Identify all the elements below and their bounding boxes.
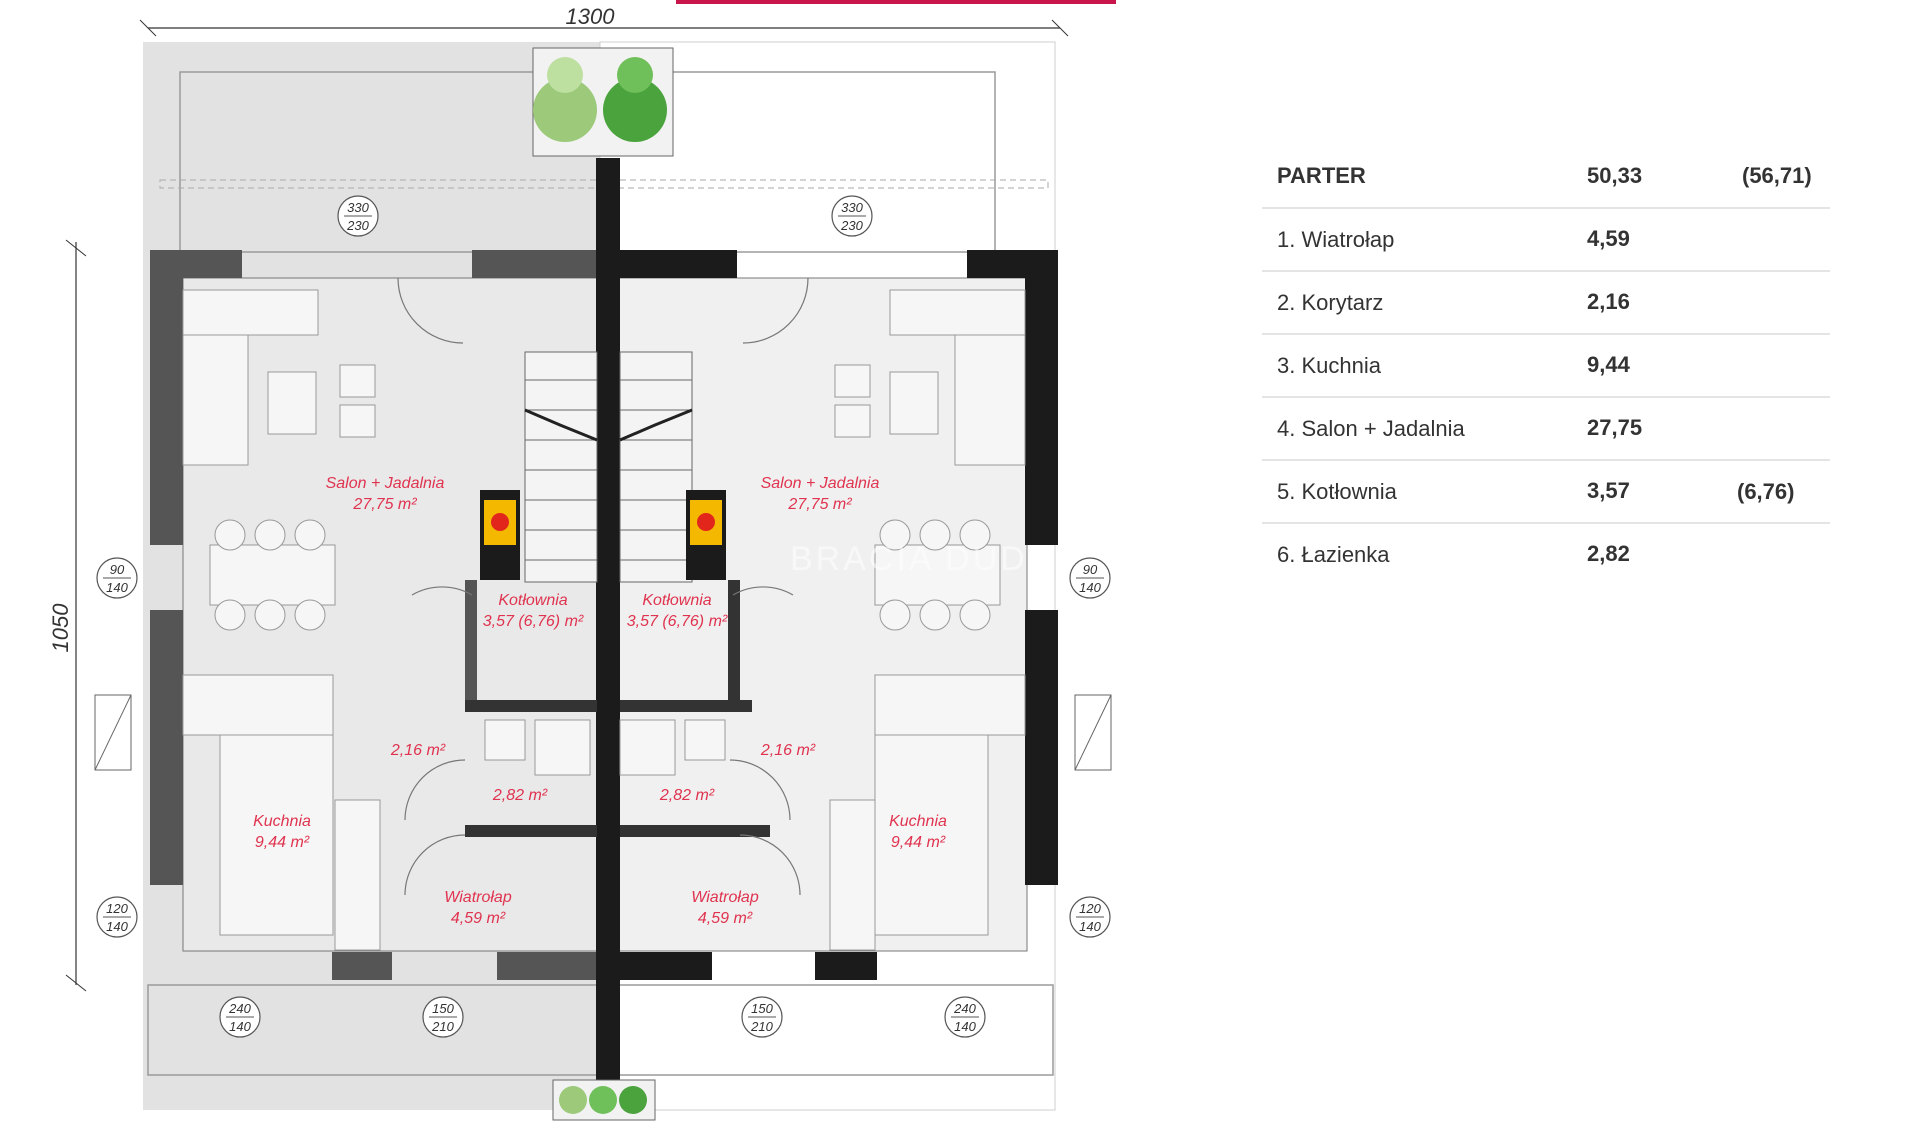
- window-tag-bottom: 140: [954, 1019, 976, 1034]
- area-row-value: 2,82: [1587, 541, 1630, 566]
- wall-right-top: [1025, 250, 1058, 545]
- room-name: Salon + Jadalnia: [761, 475, 880, 492]
- window-tag-top: 120: [1079, 901, 1101, 916]
- room-name: Wiatrołap: [691, 889, 759, 906]
- window-tag-bottom: 140: [229, 1019, 251, 1034]
- room-name: Salon + Jadalnia: [326, 475, 445, 492]
- area-row: 1. Wiatrołap 4,59: [1262, 209, 1830, 272]
- area-row-label: 1. Wiatrołap: [1277, 227, 1395, 252]
- window-tag-bottom: 140: [106, 919, 128, 934]
- window-tag-bottom: 230: [346, 218, 369, 233]
- area-table-header: PARTER 50,33 (56,71): [1262, 155, 1830, 209]
- room-name: Kotłownia: [498, 592, 567, 609]
- window-tag-top: 150: [751, 1001, 773, 1016]
- room-area: 27,75 m²: [787, 496, 852, 513]
- header-total: 50,33: [1587, 163, 1643, 188]
- window-tags: 3302303302309014090140120140120140240140…: [96, 195, 1111, 1038]
- window-tag-top: 90: [110, 562, 125, 577]
- party-wall: [596, 158, 620, 1098]
- area-row: 5. Kotłownia 3,57 (6,76): [1262, 461, 1830, 524]
- stairs-left: [524, 351, 598, 583]
- area-row-value: 27,75: [1587, 415, 1643, 440]
- room-name: Kuchnia: [253, 813, 311, 830]
- window-tag-top: 330: [347, 200, 369, 215]
- area-row-label: 6. Łazienka: [1277, 542, 1390, 567]
- room-area: 3,57 (6,76) m²: [483, 613, 584, 630]
- window-tag-bottom: 210: [431, 1019, 454, 1034]
- window-tag-top: 240: [228, 1001, 251, 1016]
- room-name: Wiatrołap: [444, 889, 512, 906]
- window-tag-bottom: 140: [1079, 919, 1101, 934]
- wall-right-bottom: [1025, 610, 1058, 885]
- area-row-value: 9,44: [1587, 352, 1630, 377]
- area-row-extra: (6,76): [1737, 479, 1795, 504]
- area-row-value: 2,16: [1587, 289, 1630, 314]
- room-labels: Salon + Jadalnia 27,75 m² Kotłownia 3,57 (6…: [253, 475, 947, 927]
- room-area: 2,16 m²: [390, 742, 446, 759]
- wall-left-top: [150, 250, 183, 545]
- stairs-right: [619, 351, 693, 583]
- room-area: 2,16 m²: [760, 742, 816, 759]
- area-row-label: 5. Kotłownia: [1277, 479, 1397, 504]
- window-tag-bottom: 210: [750, 1019, 773, 1034]
- room-area: 4,59 m²: [698, 910, 753, 927]
- window-tag-top: 90: [1083, 562, 1098, 577]
- window-tag-top: 120: [106, 901, 128, 916]
- area-row-label: 3. Kuchnia: [1277, 353, 1381, 378]
- area-row: 6. Łazienka 2,82: [1262, 524, 1830, 585]
- window-tag-top: 150: [432, 1001, 454, 1016]
- area-row: 4. Salon + Jadalnia 27,75: [1262, 398, 1830, 461]
- area-row-label: 4. Salon + Jadalnia: [1277, 416, 1465, 441]
- window-tag-bottom: 140: [106, 580, 128, 595]
- window-tag-bottom: 230: [840, 218, 863, 233]
- floor-plan-drawing: 1300 1050 330230330230901409014012014012…: [48, 4, 1112, 1121]
- accent-top-bar: [676, 0, 1116, 4]
- header-label: PARTER: [1277, 163, 1366, 188]
- dimension-width-label: 1300: [566, 4, 616, 29]
- room-area: 3,57 (6,76) m²: [627, 613, 728, 630]
- window-tag-top: 330: [841, 200, 863, 215]
- area-row: 3. Kuchnia 9,44: [1262, 335, 1830, 398]
- window-tag-bottom: 140: [1079, 580, 1101, 595]
- area-row-value: 4,59: [1587, 226, 1630, 251]
- room-name: Kotłownia: [642, 592, 711, 609]
- watermark-text: BRACIA DUDA: [790, 540, 1054, 578]
- window-tag-top: 240: [953, 1001, 976, 1016]
- wall-left-bottom: [150, 610, 183, 885]
- area-row-label: 2. Korytarz: [1277, 290, 1384, 315]
- room-area: 9,44 m²: [255, 834, 310, 851]
- room-area: 9,44 m²: [891, 834, 946, 851]
- room-area: 4,59 m²: [451, 910, 506, 927]
- dimension-height-label: 1050: [48, 603, 73, 653]
- room-area: 2,82 m²: [492, 787, 548, 804]
- area-table: PARTER 50,33 (56,71) 1. Wiatrołap 4,59 2…: [1262, 155, 1830, 585]
- area-row-value: 3,57: [1587, 478, 1630, 503]
- room-area: 27,75 m²: [352, 496, 417, 513]
- area-row: 2. Korytarz 2,16: [1262, 272, 1830, 335]
- room-area: 2,82 m²: [659, 787, 715, 804]
- room-name: Kuchnia: [889, 813, 947, 830]
- header-total-extra: (56,71): [1742, 163, 1812, 188]
